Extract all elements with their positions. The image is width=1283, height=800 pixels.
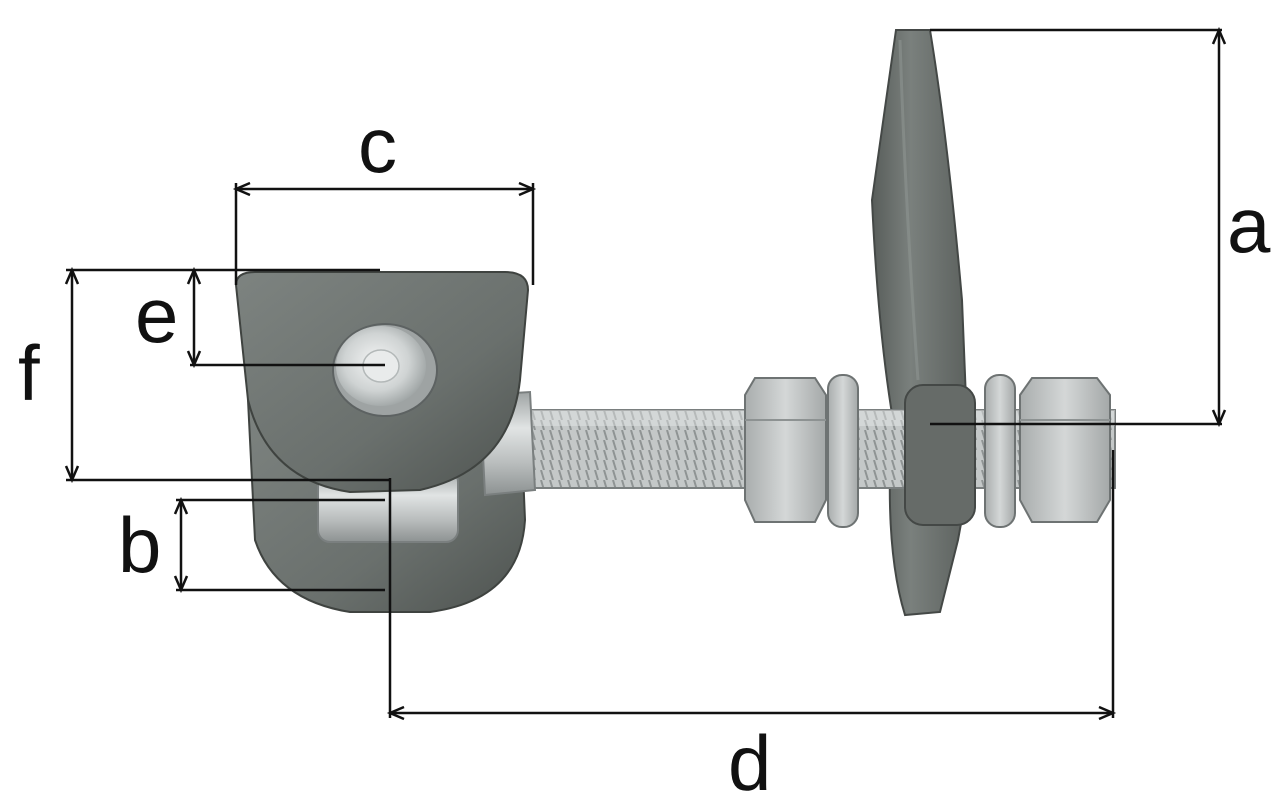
dimension-label-b: b — [118, 501, 161, 589]
hex-nut-outer — [1019, 377, 1111, 523]
dimension-d: d — [386, 450, 1117, 800]
dimension-label-a: a — [1227, 181, 1271, 269]
dimension-c: c — [232, 101, 537, 285]
hinge-pin-head — [332, 323, 438, 417]
dimension-label-f: f — [18, 329, 40, 417]
dimension-f: f — [18, 266, 390, 484]
dimension-label-d: d — [728, 719, 771, 800]
dimension-label-c: c — [358, 101, 397, 189]
plate-boss — [904, 384, 976, 526]
washer-right — [984, 374, 1016, 528]
mounting-plate — [870, 29, 969, 617]
dimension-b: b — [118, 496, 385, 594]
dimension-e: e — [135, 266, 385, 369]
washer-left — [827, 374, 859, 528]
dimension-label-e: e — [135, 271, 178, 359]
hex-nut-inner — [744, 377, 827, 523]
dimension-a: a — [930, 26, 1271, 428]
